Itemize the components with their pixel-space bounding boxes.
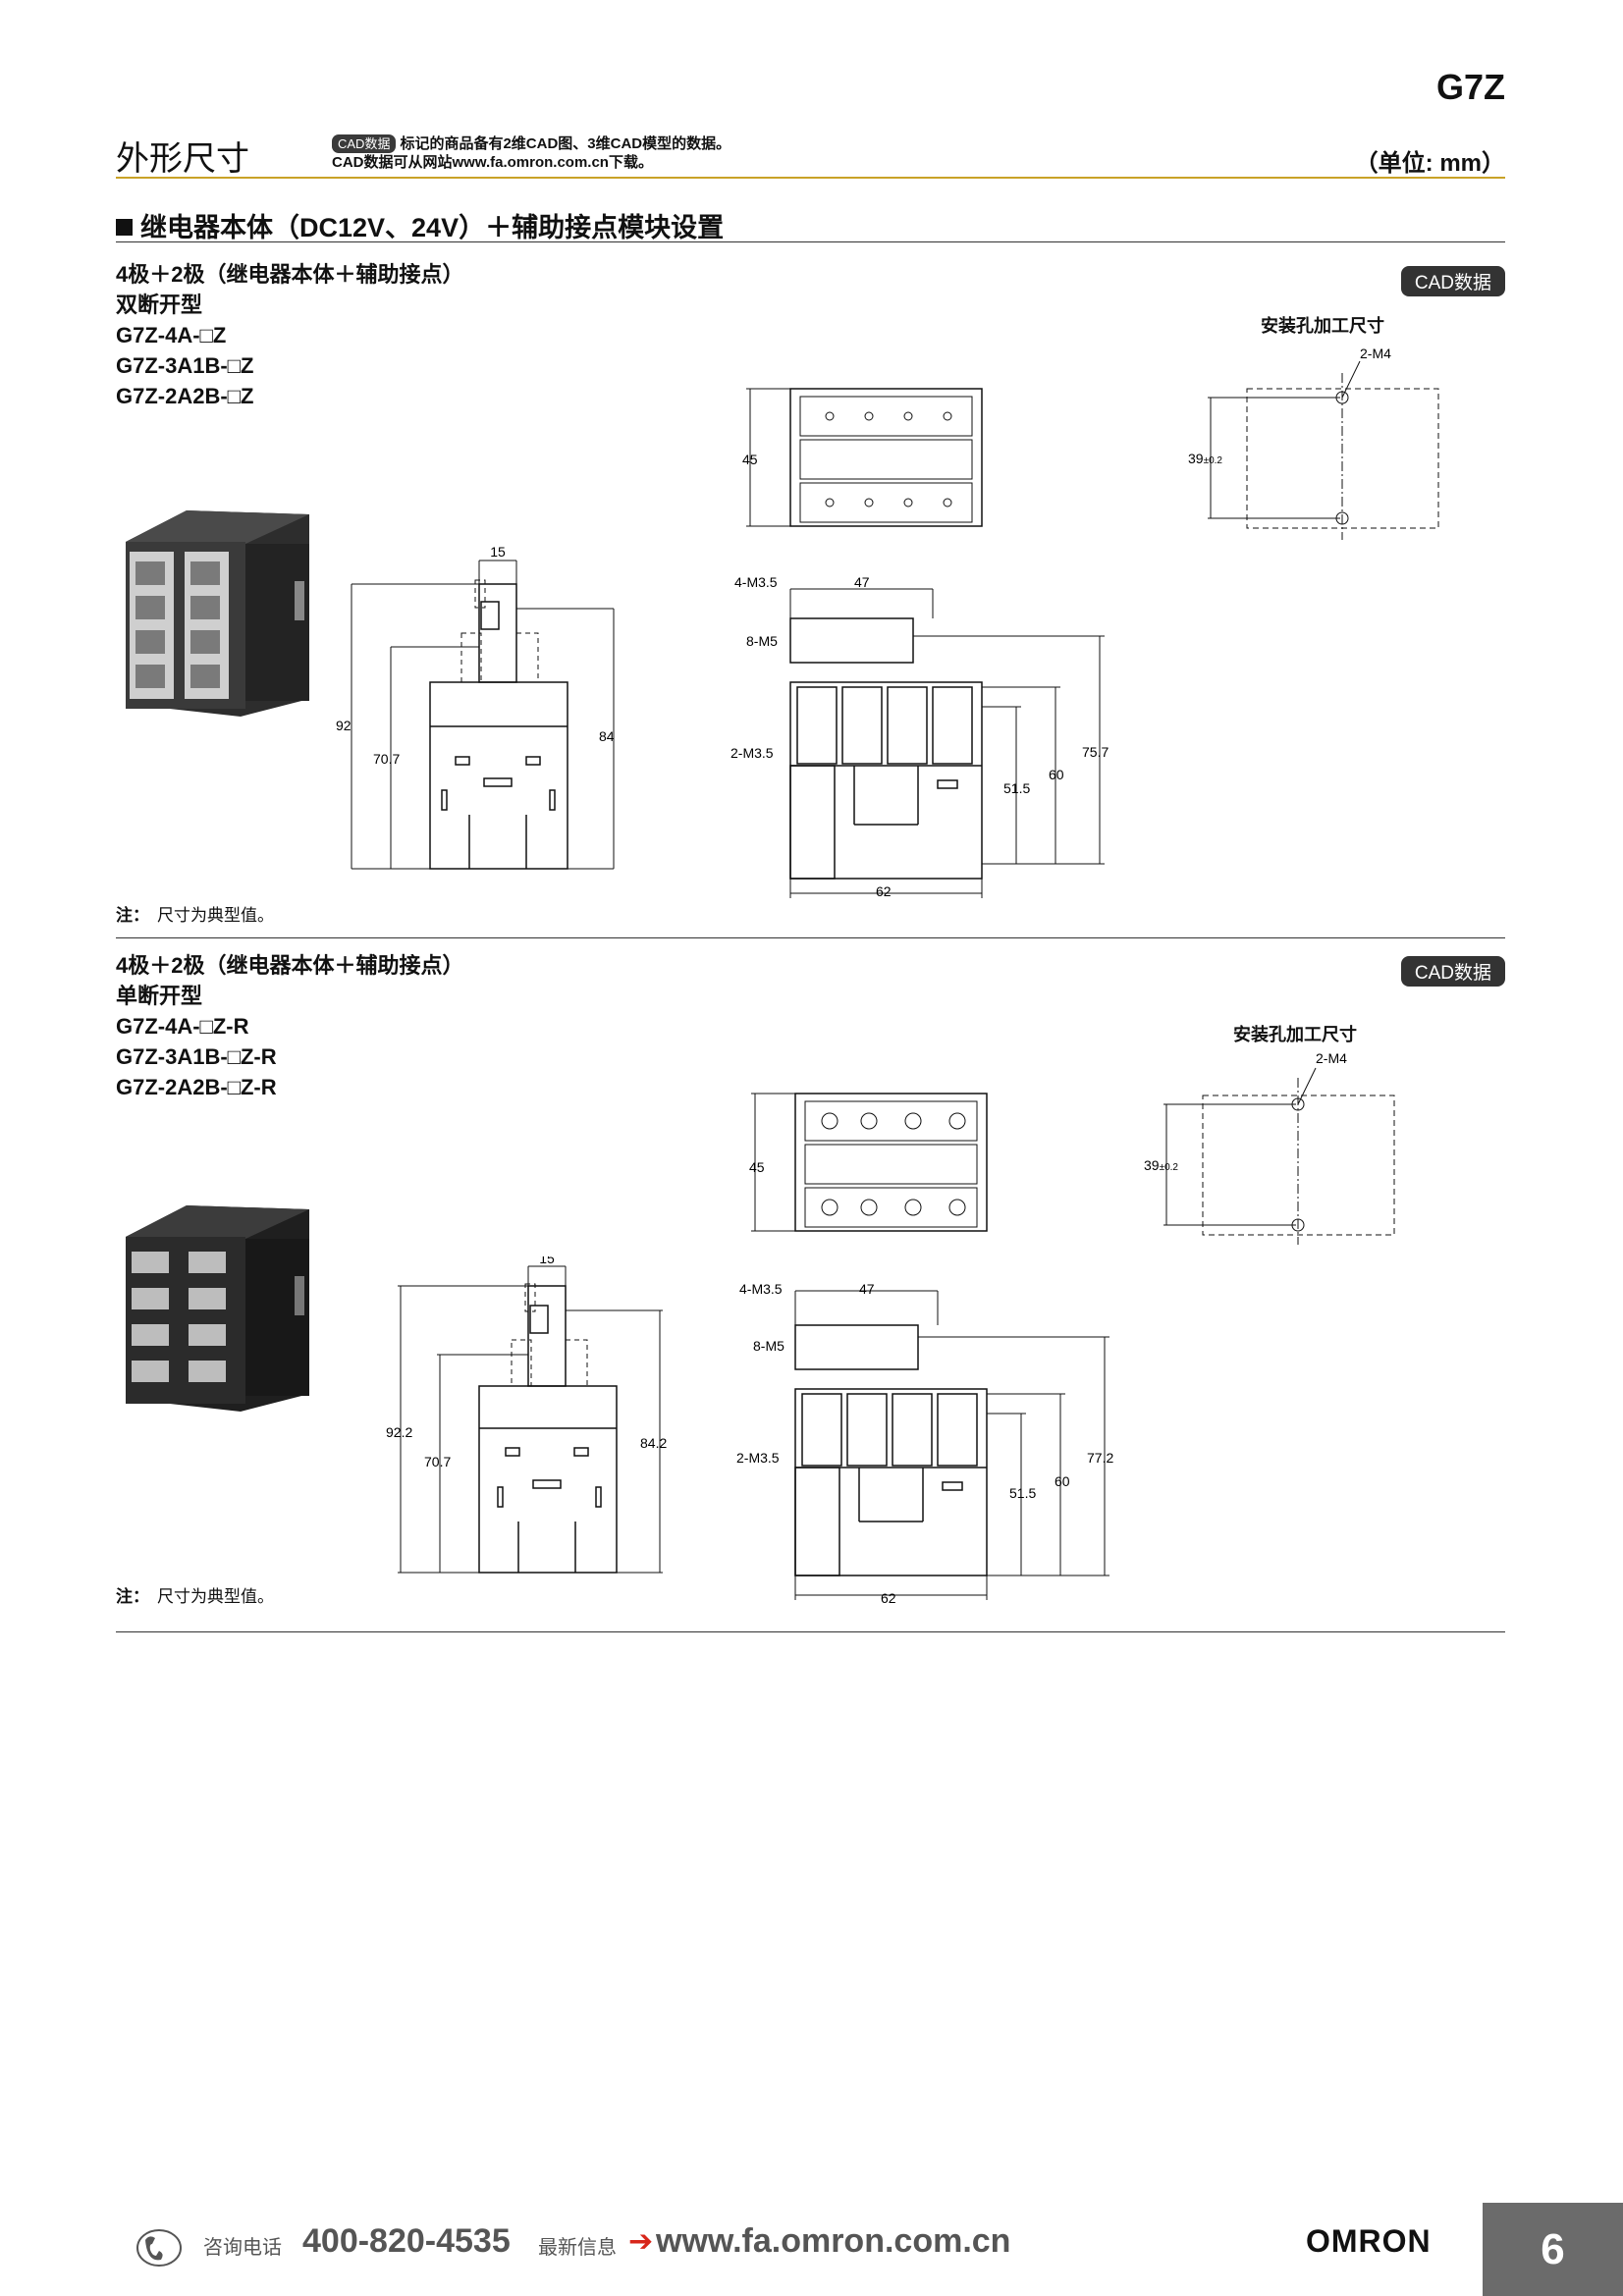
- block2-mount-title: 安装孔加工尺寸: [1233, 1025, 1357, 1044]
- dim-top-view-h: 45: [749, 1159, 765, 1175]
- dim-screw-a: 4-M3.5: [739, 1281, 783, 1297]
- dim-screw-b: 8-M5: [753, 1338, 784, 1354]
- footer-url-link[interactable]: www.fa.omron.com.cn: [656, 2222, 1011, 2260]
- dim-height-side: 84.2: [640, 1435, 667, 1451]
- brand-logo: OMRON: [1306, 2223, 1432, 2259]
- cad-note-line2: CAD数据可从网站www.fa.omron.com.cn下载。: [332, 154, 653, 171]
- block2-front-view: 4-M3.5 47 8-M5 2-M3.5 51.5 60 77.2 62: [736, 1281, 1113, 1606]
- cad-note: CAD数据标记的商品备有2维CAD图、3维CAD模型的数据。 CAD数据可从网站…: [332, 134, 730, 172]
- dim-h-60: 60: [1049, 767, 1064, 782]
- block2-note: 注：尺寸为典型值。: [116, 1587, 274, 1606]
- dim-screw-b: 8-M5: [746, 633, 778, 649]
- dim-width-62: 62: [876, 883, 892, 899]
- block2-mount-diagram: 2-M4 39±0.2: [1144, 1050, 1395, 1245]
- dim-top-view-h: 45: [742, 452, 758, 467]
- dim-top-width: 15: [490, 545, 506, 560]
- dim-top-width: 15: [539, 1256, 555, 1266]
- dim-height-total: 92: [336, 718, 352, 733]
- dim-h-front: 77.2: [1087, 1450, 1113, 1466]
- dim-h-515: 51.5: [1009, 1485, 1036, 1501]
- mount-screw: 2-M4: [1316, 1050, 1347, 1066]
- svg-text:39±0.2: 39±0.2: [1188, 451, 1222, 466]
- unit-label: （单位: mm）: [1354, 150, 1505, 177]
- block2-side-view: 15 92.2 70.7 84.2: [386, 1256, 667, 1574]
- footer-phone[interactable]: 400-820-4535: [302, 2222, 511, 2260]
- block2-relay-photo: [126, 1205, 309, 1412]
- subsection-rule: [116, 241, 1505, 242]
- block2-top-view: 45: [749, 1093, 988, 1232]
- mount-screw: 2-M4: [1360, 346, 1391, 361]
- block1-mount-diagram: 2-M4 39±0.2: [1188, 346, 1439, 540]
- cad-badge-small: CAD数据: [332, 134, 397, 153]
- dim-width-47: 47: [854, 574, 870, 590]
- block1-title: 4极＋2极（继电器本体＋辅助接点） 双断开型 G7Z-4A-□Z G7Z-3A1…: [116, 262, 464, 408]
- footer-phone-label: 咨询电话: [203, 2237, 282, 2259]
- dim-width-47: 47: [859, 1281, 875, 1297]
- dim-h-515: 51.5: [1003, 780, 1030, 796]
- series-name: G7Z: [1435, 67, 1505, 107]
- block1-relay-photo: [126, 510, 309, 717]
- dim-h-front: 75.7: [1082, 744, 1109, 760]
- block1-top-view: 45: [742, 388, 983, 527]
- page-number: 6: [1483, 2203, 1623, 2296]
- block1-front-view: 4-M3.5 47 8-M5 2-M3.5 51.5 60 75.7 62: [730, 574, 1109, 899]
- header-rule: [116, 177, 1505, 179]
- block2-cad-badge[interactable]: CAD数据: [1400, 956, 1505, 987]
- block1-note: 注：尺寸为典型值。: [116, 906, 274, 925]
- phone-icon: [136, 2229, 182, 2267]
- block1-rule: [116, 937, 1505, 938]
- cad-note-line1: 标记的商品备有2维CAD图、3维CAD模型的数据。: [400, 135, 731, 152]
- dim-h-60: 60: [1055, 1473, 1070, 1489]
- dim-screw-a: 4-M3.5: [734, 574, 778, 590]
- section-title: 外形尺寸: [116, 140, 249, 178]
- dim-height-body: 70.7: [373, 751, 400, 767]
- block1-mount-title: 安装孔加工尺寸: [1261, 316, 1384, 336]
- dim-width-62: 62: [881, 1590, 896, 1606]
- block2-title: 4极＋2极（继电器本体＋辅助接点） 单断开型 G7Z-4A-□Z-R G7Z-3…: [116, 953, 464, 1099]
- footer-news-label: 最新信息: [538, 2237, 617, 2259]
- block1-side-view: 15 92 70.7 84: [336, 545, 615, 870]
- dim-height-total: 92.2: [386, 1424, 412, 1440]
- block1-cad-badge[interactable]: CAD数据: [1400, 266, 1505, 296]
- arrow-icon: ➔: [628, 2225, 654, 2258]
- block2-rule: [116, 1631, 1505, 1632]
- dim-screw-c: 2-M3.5: [736, 1450, 780, 1466]
- dim-height-body: 70.7: [424, 1454, 451, 1469]
- dim-screw-c: 2-M3.5: [730, 745, 774, 761]
- subsection-title: 继电器本体（DC12V、24V）＋辅助接点模块设置: [116, 206, 724, 244]
- svg-text:39±0.2: 39±0.2: [1144, 1157, 1178, 1173]
- dim-height-side: 84: [599, 728, 615, 744]
